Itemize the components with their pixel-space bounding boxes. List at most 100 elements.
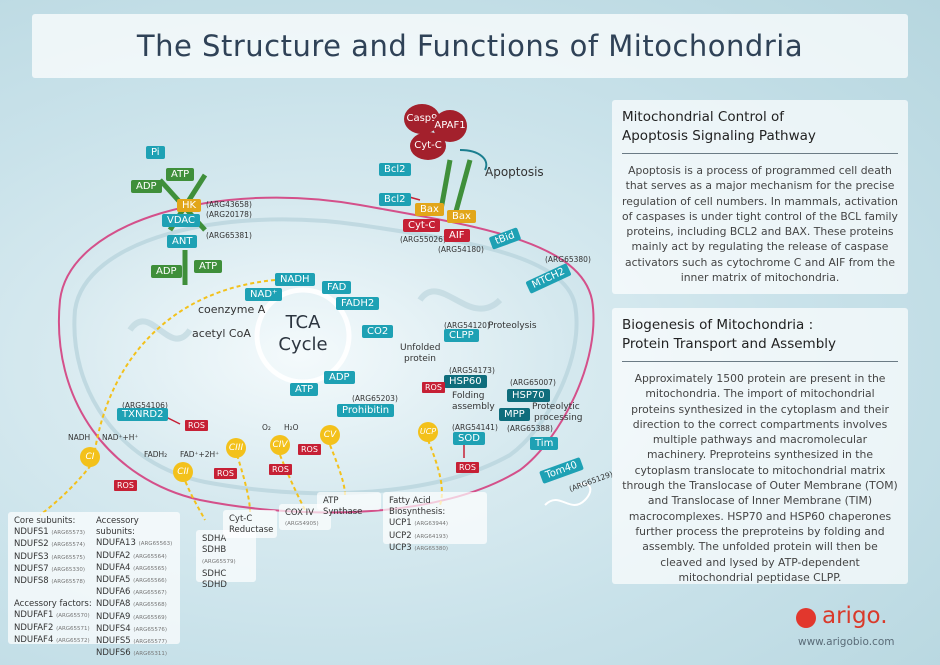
cytc-label: Cyt-C (403, 219, 441, 232)
bax-label-left: Bax (415, 203, 444, 216)
accessory-subunit-9: NDUFS5 (ARG65577) (96, 636, 168, 647)
aif-code: (ARG54180) (438, 245, 484, 254)
ros-hsp60: ROS (422, 382, 445, 393)
processing-label: processing (534, 413, 583, 423)
hsp60-code: (ARG54173) (449, 366, 495, 375)
nadh-eq: NADH (68, 433, 91, 442)
ciii-line1: Cyt-C (229, 514, 253, 524)
folding-label: Folding (452, 391, 485, 401)
ucp-item-3: UCP3 (ARG65380) (389, 542, 449, 553)
h2o-label: H₂O (284, 423, 299, 432)
ant-label: ANT (167, 235, 198, 248)
apoptosis-heading-line1: Mitochondrial Control of (622, 109, 785, 125)
tca-cycle-ring (254, 287, 352, 385)
nadh-label: NADH (275, 273, 315, 286)
ucp-item-2: UCP2 (ARG64193) (389, 530, 449, 541)
fad-label: FAD (322, 281, 352, 294)
accessory-subunit-8: NDUFS4 (ARG65576) (96, 623, 168, 634)
hsp70-code: (ARG65007) (510, 378, 556, 387)
fad-h-eq: FAD⁺+2H⁺ (180, 450, 220, 459)
accessory-factor-3: NDUFAF4 (ARG65572) (14, 634, 90, 645)
accessory-factor-2: NDUFAF2 (ARG65571) (14, 622, 90, 633)
prohibitin-label: Prohibitin (337, 404, 395, 417)
civ-label: COX IV (285, 508, 314, 518)
accessory-subunit-4: NDUFA5 (ARG65566) (96, 575, 167, 586)
accessory-subunit-5: NDUFA6 (ARG65567) (96, 587, 167, 598)
atp-label-bottom: ATP (194, 260, 223, 273)
pi-label: Pi (146, 146, 165, 159)
ros-cv: ROS (298, 444, 321, 455)
apoptosis-heading: Mitochondrial Control of Apoptosis Signa… (612, 100, 908, 146)
fadh2-eq: FADH₂ (144, 450, 168, 459)
cii-item-4: SDHD (202, 579, 227, 590)
mpp-label: MPP (499, 408, 530, 421)
biogenesis-panel: Biogenesis of Mitochondria : Protein Tra… (612, 308, 908, 584)
apoptosis-heading-line2: Apoptosis Signaling Pathway (622, 128, 816, 144)
cii-item-1: SDHA (202, 534, 227, 544)
mtch2-code: (ARG65380) (545, 255, 591, 264)
complex-iv: CIV (270, 435, 290, 455)
apoptosis-label: Apoptosis (485, 165, 544, 179)
page-title: The Structure and Functions of Mitochond… (136, 29, 804, 63)
accessory-factors-title: Accessory factors: (14, 599, 92, 610)
nad-h-eq: NAD⁺+H⁺ (102, 433, 139, 442)
biogenesis-heading-line1: Biogenesis of Mitochondria : (622, 317, 814, 333)
prohibitin-code: (ARG65203) (352, 394, 398, 403)
logo-url[interactable]: www.arigobio.com (798, 636, 895, 648)
ucp-box: Fatty Acid Biosynthesis: UCP1 (ARG63944)… (383, 492, 487, 553)
title-banner: The Structure and Functions of Mitochond… (32, 14, 908, 78)
unfolded-label: Unfolded (400, 343, 441, 353)
bcl2-code: (ARG55026) (400, 235, 446, 244)
core-subunits-column: Core subunits: NDUFS1 (ARG65573) NDUFS2 … (14, 516, 96, 647)
ciii-line2: Reductase (229, 525, 274, 536)
hsp70-label: HSP70 (507, 389, 550, 402)
accessory-subunit-3: NDUFA4 (ARG65565) (96, 562, 167, 573)
ucp-node: UCP (418, 422, 438, 442)
adp-label-bottom: ADP (151, 265, 182, 278)
fadh2-label: FADH2 (336, 297, 380, 310)
ros-civ: ROS (269, 464, 292, 475)
civ-code: (ARG54905) (285, 521, 319, 528)
complex-iii: CIII (226, 438, 246, 458)
bcl2-label: Bcl2 (379, 193, 411, 206)
complex-i: CI (80, 447, 100, 467)
complex-v-box: ATP Synthase (317, 492, 381, 517)
clpp-code: (ARG54120) (444, 321, 490, 330)
aif-label: AIF (444, 229, 470, 242)
cytc-node: Cyt-C (410, 132, 446, 160)
core-subunit-2: NDUFS2 (ARG65574) (14, 539, 86, 550)
bcl2-label-top: Bcl2 (379, 163, 411, 176)
biogenesis-divider (622, 361, 898, 362)
vdac-code: (ARG65381) (206, 231, 252, 240)
adp-tca-label: ADP (324, 371, 355, 384)
core-subunit-3: NDUFS3 (ARG65575) (14, 551, 86, 562)
biogenesis-heading: Biogenesis of Mitochondria : Protein Tra… (612, 308, 908, 354)
nad-label: NAD⁺ (245, 288, 283, 301)
complex-i-box: Core subunits: NDUFS1 (ARG65573) NDUFS2 … (8, 512, 180, 658)
acetyl-coa-label: acetyl CoA (192, 327, 251, 340)
accessory-subunits-column: Accessory subunits: NDUFA13 (ARG65563) N… (96, 516, 180, 660)
accessory-subunit-1: NDUFA13 (ARG65563) (96, 538, 173, 549)
co2-label: CO2 (362, 325, 394, 338)
ros-ciii: ROS (214, 468, 237, 479)
bax-label-right: Bax (447, 210, 476, 223)
ros-sod: ROS (456, 462, 479, 473)
complex-v: CV (320, 425, 340, 445)
proteolysis-label: Proteolysis (488, 321, 537, 331)
sod-code: (ARG54141) (452, 423, 498, 432)
accessory-subunit-10: NDUFS6 (ARG65311) (96, 648, 168, 659)
core-subunit-5: NDUFS8 (ARG65578) (14, 576, 86, 587)
accessory-subunits-title: Accessory subunits: (96, 516, 139, 538)
hk-code: (ARG43658) (206, 200, 252, 209)
accessory-subunit-2: NDUFA2 (ARG65564) (96, 550, 167, 561)
coenzyme-a-label: coenzyme A (198, 303, 266, 316)
cycle-label: Cycle (278, 334, 328, 355)
hk-label: HK (177, 199, 202, 212)
complex-iv-box: COX IV (ARG54905) (279, 504, 331, 530)
ros-txnrd2: ROS (185, 420, 208, 431)
apoptosis-divider (622, 153, 898, 154)
tca-label: TCA (285, 312, 321, 333)
accessory-factor-1: NDUFAF1 (ARG65570) (14, 610, 90, 621)
biogenesis-body: Approximately 1500 protein are present i… (622, 372, 898, 584)
core-subunit-1: NDUFS1 (ARG65573) (14, 527, 86, 538)
